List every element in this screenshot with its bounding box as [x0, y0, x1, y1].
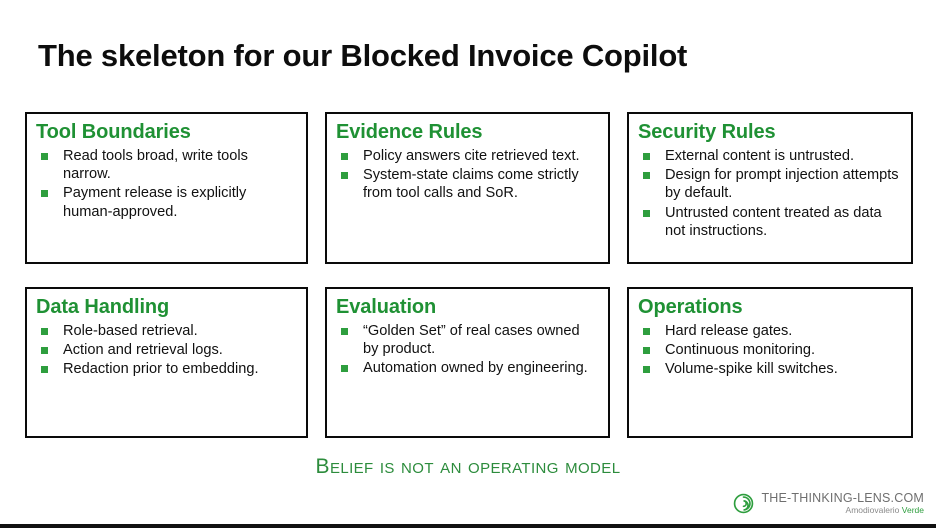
square-bullet-icon: [643, 152, 650, 160]
list-item: Policy answers cite retrieved text.: [336, 147, 598, 165]
square-bullet-icon: [643, 171, 650, 179]
card-security-rules: Security Rules External content is untru…: [627, 112, 913, 264]
square-bullet-icon: [341, 327, 348, 335]
card-title: Evaluation: [336, 296, 437, 318]
square-bullet-icon: [341, 171, 348, 179]
square-bullet-icon: [643, 327, 650, 335]
square-bullet-icon: [643, 346, 650, 354]
card-grid: Tool Boundaries Read tools broad, write …: [25, 112, 913, 438]
square-bullet-icon: [41, 152, 48, 160]
card-title: Security Rules: [638, 121, 776, 143]
list-item-text: “Golden Set” of real cases owned by prod…: [363, 322, 580, 357]
square-bullet-icon: [341, 152, 348, 160]
square-bullet-icon: [643, 366, 650, 374]
spiral-lens-icon: [734, 493, 754, 514]
card-title: Evidence Rules: [336, 121, 483, 143]
bullet-list: Hard release gates. Continuous monitorin…: [638, 322, 901, 379]
list-item-text: Design for prompt injection attempts by …: [665, 166, 899, 202]
list-item: Continuous monitoring.: [638, 341, 901, 359]
list-item-text: Payment release is explicitly human-appr…: [63, 185, 247, 220]
list-item: Action and retrieval logs.: [36, 341, 296, 359]
card-title: Data Handling: [36, 296, 170, 318]
list-item: Hard release gates.: [638, 322, 901, 340]
square-bullet-icon: [41, 190, 48, 198]
footer-byline: Amodiovalerio Verde: [845, 504, 924, 515]
card-title: Operations: [638, 296, 743, 318]
footer-domain: THE-THINKING-LENS.COM: [761, 491, 924, 505]
footer-byline-accent: Verde: [901, 504, 924, 515]
square-bullet-icon: [41, 366, 48, 374]
card-evaluation: Evaluation “Golden Set” of real cases ow…: [325, 287, 610, 438]
list-item-text: Untrusted content treated as data not in…: [665, 204, 882, 240]
list-item: Untrusted content treated as data not in…: [638, 204, 901, 241]
list-item: Automation owned by engineering.: [336, 359, 598, 377]
page-title: The skeleton for our Blocked Invoice Cop…: [38, 38, 688, 73]
footer-branding: THE-THINKING-LENS.COM Amodiovalerio Verd…: [733, 491, 924, 515]
card-evidence-rules: Evidence Rules Policy answers cite retri…: [325, 112, 610, 264]
bottom-divider: [0, 524, 936, 528]
list-item-text: Action and retrieval logs.: [63, 341, 223, 358]
footer-byline-name: Amodiovalerio: [845, 504, 900, 515]
bullet-list: Policy answers cite retrieved text. Syst…: [336, 147, 598, 203]
bullet-list: External content is untrusted. Design fo…: [638, 147, 901, 241]
bullet-list: “Golden Set” of real cases owned by prod…: [336, 322, 598, 378]
square-bullet-icon: [341, 365, 348, 373]
footer-logo-text: THE-THINKING-LENS.COM Amodiovalerio Verd…: [761, 491, 924, 515]
bullet-list: Role-based retrieval. Action and retriev…: [36, 322, 296, 379]
list-item-text: Role-based retrieval.: [63, 322, 198, 339]
list-item: System-state claims come strictly from t…: [336, 166, 598, 203]
list-item: “Golden Set” of real cases owned by prod…: [336, 322, 598, 359]
slide-caption: Belief is not an operating model: [315, 455, 621, 478]
bullet-list: Read tools broad, write tools narrow. Pa…: [36, 147, 296, 222]
card-data-handling: Data Handling Role-based retrieval. Acti…: [25, 287, 308, 438]
list-item: Role-based retrieval.: [36, 322, 296, 340]
list-item-text: Automation owned by engineering.: [363, 360, 588, 377]
list-item-text: Volume-spike kill switches.: [665, 361, 838, 378]
square-bullet-icon: [41, 346, 48, 354]
square-bullet-icon: [643, 209, 650, 217]
card-tool-boundaries: Tool Boundaries Read tools broad, write …: [25, 112, 308, 264]
list-item-text: Hard release gates.: [665, 322, 793, 339]
list-item-text: Policy answers cite retrieved text.: [363, 147, 580, 164]
list-item: Redaction prior to embedding.: [36, 360, 296, 378]
list-item: External content is untrusted.: [638, 147, 901, 165]
card-title: Tool Boundaries: [36, 121, 191, 143]
list-item: Read tools broad, write tools narrow.: [36, 147, 296, 184]
list-item-text: System-state claims come strictly from t…: [363, 166, 579, 202]
list-item: Volume-spike kill switches.: [638, 360, 901, 378]
square-bullet-icon: [41, 327, 48, 335]
list-item-text: Continuous monitoring.: [665, 341, 816, 358]
list-item-text: Redaction prior to embedding.: [63, 361, 259, 378]
list-item: Payment release is explicitly human-appr…: [36, 184, 296, 221]
list-item-text: Read tools broad, write tools narrow.: [63, 147, 248, 182]
list-item-text: External content is untrusted.: [665, 147, 855, 164]
list-item: Design for prompt injection attempts by …: [638, 166, 901, 203]
card-operations: Operations Hard release gates. Continuou…: [627, 287, 913, 438]
